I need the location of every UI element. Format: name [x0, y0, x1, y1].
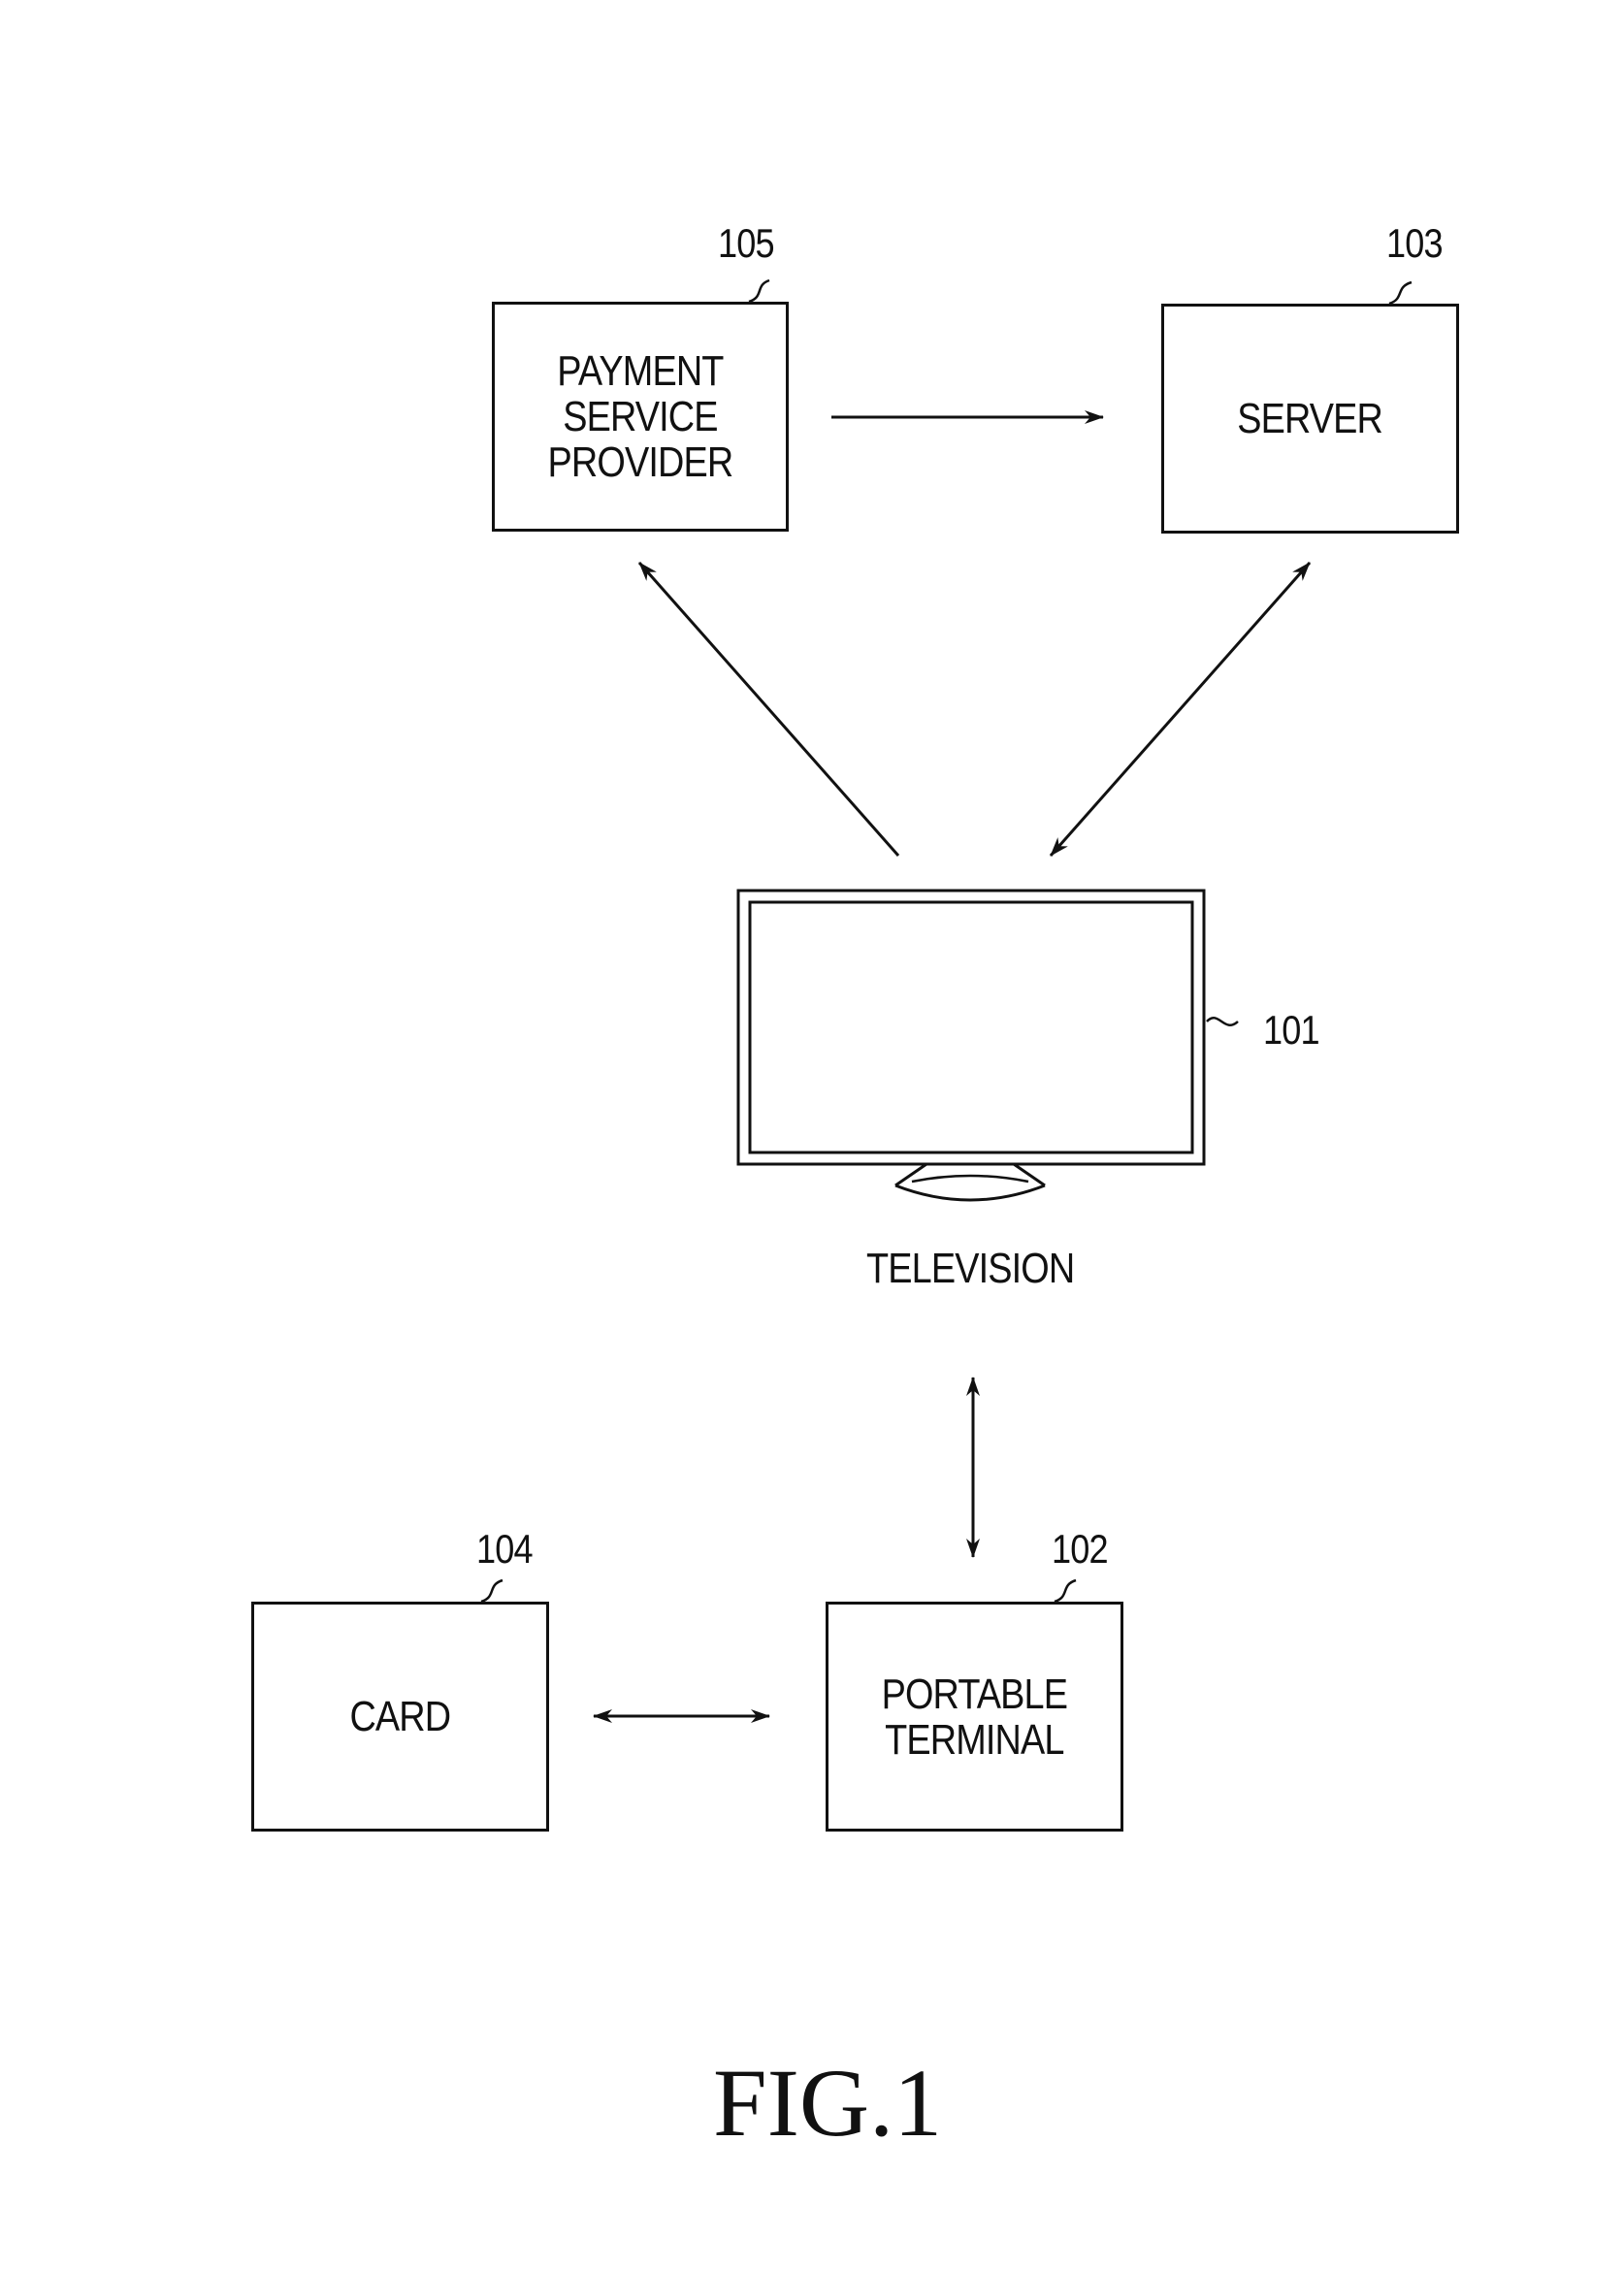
arrow-television-to-payment: [639, 563, 898, 856]
server-label: SERVER: [1238, 396, 1383, 441]
ref-103: 103: [1386, 220, 1443, 267]
ref-101: 101: [1263, 1007, 1319, 1054]
ref-104: 104: [476, 1526, 533, 1573]
portable-terminal-box: PORTABLE TERMINAL: [826, 1602, 1123, 1832]
payment-service-provider-label: PAYMENT SERVICE PROVIDER: [548, 348, 733, 485]
payment-service-provider-box: PAYMENT SERVICE PROVIDER: [492, 302, 789, 532]
leader-103: [1389, 282, 1412, 304]
arrow-television-server: [1051, 563, 1310, 856]
figure-caption: FIG.1: [713, 2047, 942, 2158]
card-label: CARD: [350, 1694, 451, 1739]
ref-105: 105: [718, 220, 774, 267]
television-label: TELEVISION: [866, 1245, 1074, 1293]
television-icon: [738, 891, 1204, 1200]
ref-102: 102: [1052, 1526, 1108, 1573]
server-box: SERVER: [1161, 304, 1459, 534]
leader-105: [749, 280, 769, 302]
leader-101: [1207, 1018, 1238, 1025]
leader-102: [1055, 1580, 1076, 1602]
card-box: CARD: [251, 1602, 549, 1832]
portable-terminal-label: PORTABLE TERMINAL: [882, 1671, 1068, 1763]
leader-104: [481, 1580, 503, 1602]
